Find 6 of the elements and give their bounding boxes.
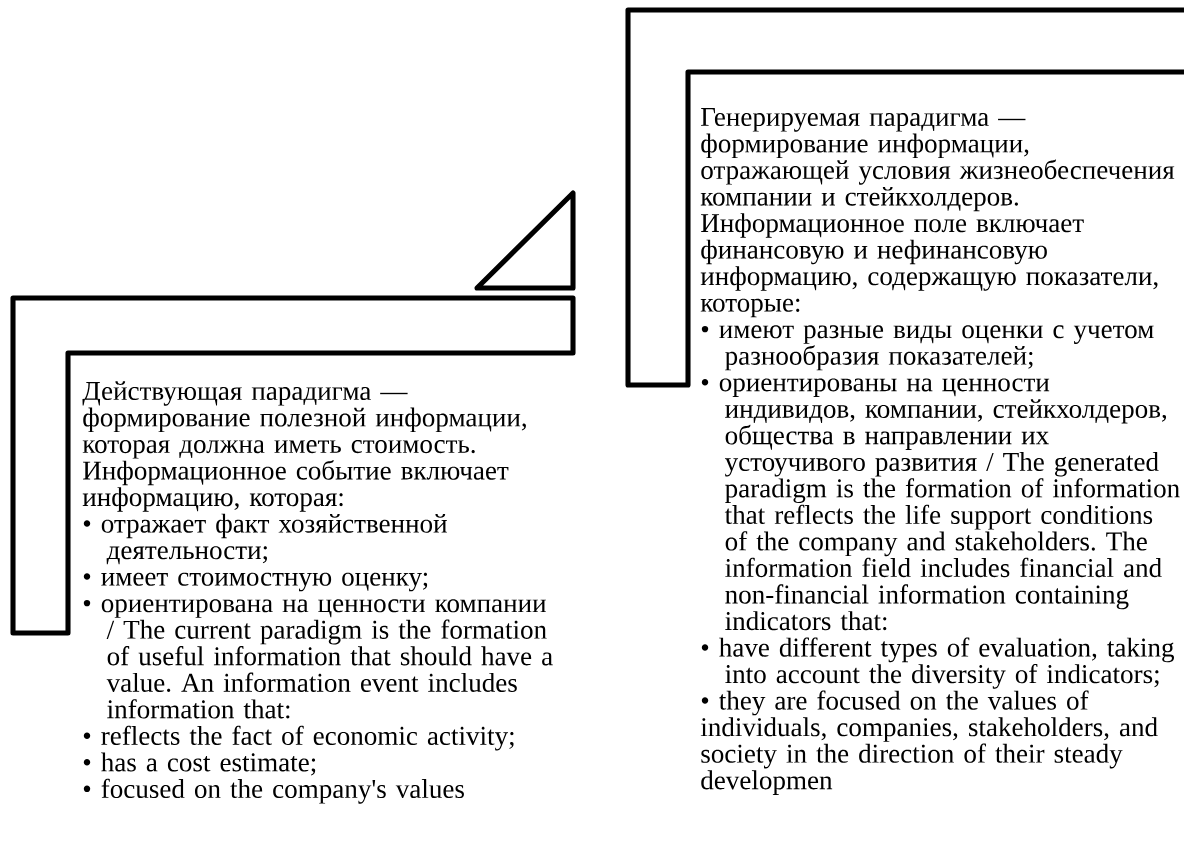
bracket-box: Генерируемая парадигма — формирование информации, отражающей условия жизнеобеспечения компании и стейкхолдеров. Информационное поле включает финансовую и нефинансовую информацию, содержащую показатели, которые: • имеют разные виды оценки с учетом разнообразия показателей; • ориентированы на ценности индивидов, компании, стейкхолдеров, общества в направлении их устоучивого развития / The generated paradigm is the formation of information that reflects the life support conditions of the company and stakeholders. The information field includes financial and non-financial information containing indicators that: • have different types of evaluation, taking into account the diversity of indicators; • they are focused on the values of individuals, companies, stakeholders, and society in the direction of their steady developmen: [625, 7, 1184, 795]
bracket-box: Действующая парадигма — формирование полезной информации, которая должна иметь стоимость. Информационное событие включает информацию, которая: • отражает факт хозяйственной деятельности; • имеет стоимостную оценку; • ориентирована на ценности компании / The current paradigm is the formation of useful information that should have a value. An information event includes information that: • reflects the fact of economic activity; • has a cost estimate; • focused on the company's values: [10, 295, 576, 804]
node-label: • reflects the fact of economic activity;: [83, 725, 514, 751]
node-label: • has a cost estimate;: [83, 752, 316, 776]
node-label: of useful information that should have a value. An information event includes information that:: [106, 646, 553, 719]
node-label: • focused on the company's values: [83, 778, 464, 804]
